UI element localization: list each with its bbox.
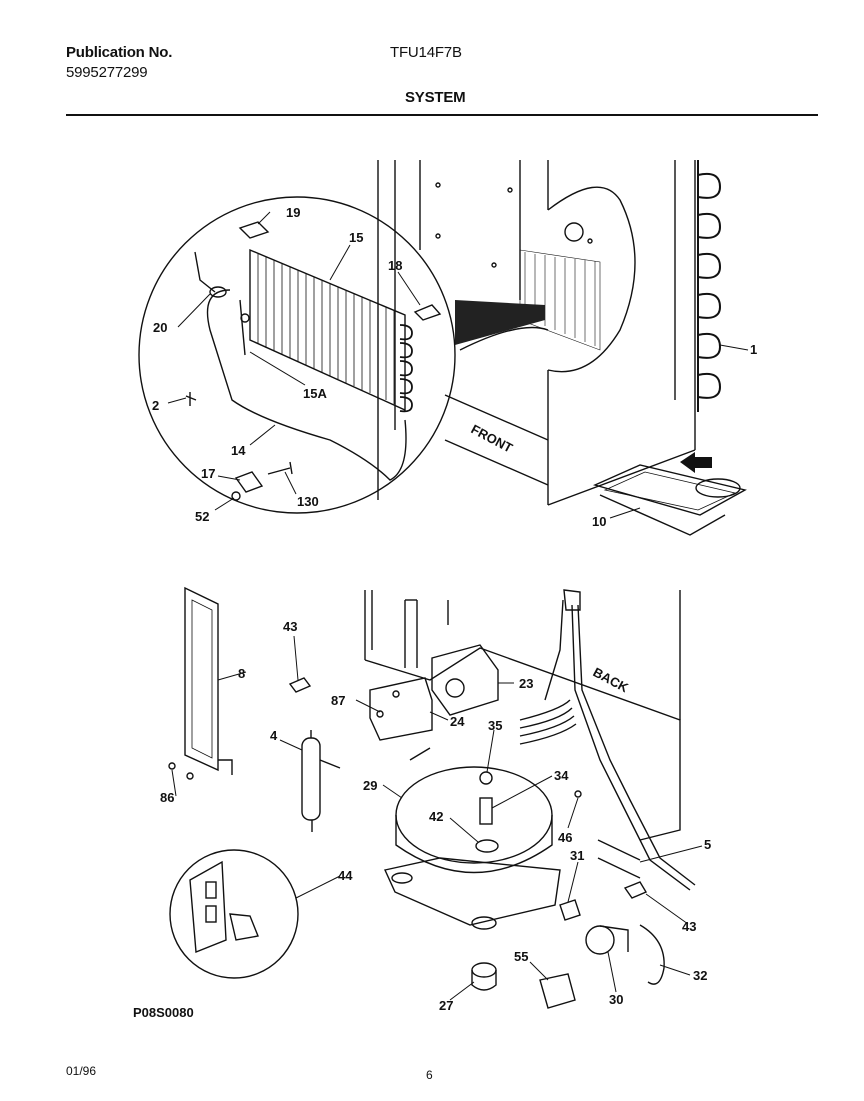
callout-1: 1 xyxy=(750,342,757,357)
callout-87: 87 xyxy=(331,693,345,708)
callout-31: 31 xyxy=(570,848,584,863)
callout-44: 44 xyxy=(338,868,353,883)
callout-20: 20 xyxy=(153,320,167,335)
callout-43-top: 43 xyxy=(283,619,297,634)
callout-27: 27 xyxy=(439,998,453,1013)
callout-55: 55 xyxy=(514,949,528,964)
callout-2: 2 xyxy=(152,398,159,413)
callout-8: 8 xyxy=(238,666,245,681)
callout-52: 52 xyxy=(195,509,209,524)
callout-42: 42 xyxy=(429,809,443,824)
part-callouts: 19 15 18 20 15A 2 14 17 130 52 1 10 8 43… xyxy=(152,205,757,1013)
header-rule xyxy=(66,114,818,116)
page-number: 6 xyxy=(426,1068,433,1082)
callout-46: 46 xyxy=(558,830,572,845)
callout-14: 14 xyxy=(231,443,246,458)
callout-5: 5 xyxy=(704,837,711,852)
callout-23: 23 xyxy=(519,676,533,691)
callout-43-bottom: 43 xyxy=(682,919,696,934)
section-title: SYSTEM xyxy=(405,89,466,106)
callout-29: 29 xyxy=(363,778,377,793)
evaporator-detail xyxy=(185,221,442,501)
cabinet-illustration xyxy=(377,160,747,536)
callout-19: 19 xyxy=(286,205,300,220)
callout-18: 18 xyxy=(388,258,402,273)
callout-4: 4 xyxy=(270,728,278,743)
callout-86: 86 xyxy=(160,790,174,805)
back-orientation-label: BACK xyxy=(591,664,632,695)
callout-10: 10 xyxy=(592,514,606,529)
figure-code: P08S0080 xyxy=(133,1005,194,1020)
callout-15a: 15A xyxy=(303,386,327,401)
detail-magnifier xyxy=(138,196,456,514)
callout-34: 34 xyxy=(554,768,569,783)
callout-24: 24 xyxy=(450,714,465,729)
model-number: TFU14F7B xyxy=(390,44,462,61)
callout-17: 17 xyxy=(201,466,215,481)
callout-32: 32 xyxy=(693,968,707,983)
compressor-illustration xyxy=(168,586,696,1009)
callout-30: 30 xyxy=(609,992,623,1007)
callout-15: 15 xyxy=(349,230,363,245)
callout-130: 130 xyxy=(297,494,319,509)
front-orientation-label: FRONT xyxy=(469,421,516,455)
publication-label: Publication No. xyxy=(66,44,173,61)
publication-date: 01/96 xyxy=(66,1064,97,1078)
publication-number: 5995277299 xyxy=(66,64,148,81)
callout-35: 35 xyxy=(488,718,502,733)
